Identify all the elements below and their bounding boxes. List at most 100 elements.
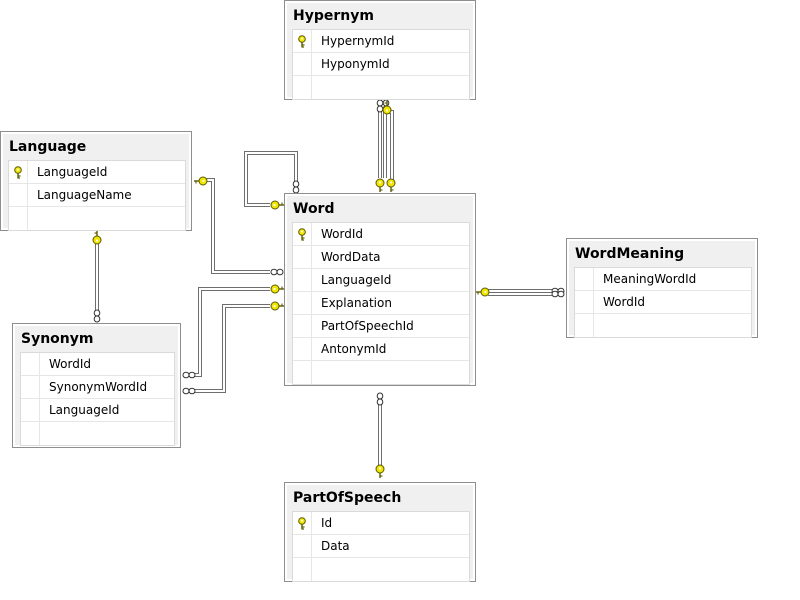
row-selector[interactable]	[293, 223, 312, 245]
row-selector[interactable]	[9, 207, 28, 230]
row-selector[interactable]	[9, 161, 28, 183]
column-row[interactable]: WordId	[293, 223, 469, 246]
column-name: SynonymWordId	[49, 380, 148, 394]
key-icon	[476, 287, 490, 297]
empty-row[interactable]	[293, 76, 469, 99]
column-row[interactable]: LanguageId	[21, 399, 174, 422]
column-name: LanguageName	[37, 188, 132, 202]
column-name: MeaningWordId	[603, 272, 697, 286]
table-title[interactable]: Word	[293, 201, 335, 217]
row-selector[interactable]	[21, 399, 40, 421]
column-row[interactable]: WordId	[21, 353, 174, 376]
column-name: Data	[321, 539, 350, 553]
column-row[interactable]: PartOfSpeechId	[293, 315, 469, 338]
relationship-line[interactable]	[200, 178, 270, 274]
empty-row[interactable]	[293, 361, 469, 384]
column-row[interactable]: Data	[293, 535, 469, 558]
row-selector[interactable]	[293, 292, 312, 314]
row-selector[interactable]	[293, 315, 312, 337]
column-name: LanguageId	[321, 273, 392, 287]
row-selector[interactable]	[575, 268, 594, 290]
column-name: PartOfSpeechId	[321, 319, 414, 333]
infinity-icon	[382, 99, 390, 113]
table-title[interactable]: PartOfSpeech	[293, 490, 402, 506]
row-selector[interactable]	[293, 361, 312, 384]
row-selector[interactable]	[293, 53, 312, 75]
row-selector[interactable]	[293, 246, 312, 268]
infinity-icon	[270, 268, 284, 276]
row-selector[interactable]	[293, 512, 312, 534]
row-selector[interactable]	[293, 535, 312, 557]
column-row[interactable]: SynonymWordId	[21, 376, 174, 399]
row-selector[interactable]	[293, 269, 312, 291]
column-name: WordId	[603, 295, 645, 309]
infinity-icon	[182, 387, 196, 395]
column-row[interactable]: HypernymId	[293, 30, 469, 53]
column-name: AntonymId	[321, 342, 387, 356]
infinity-icon	[93, 309, 101, 323]
column-name: LanguageId	[49, 403, 120, 417]
relationship-line[interactable]	[192, 287, 270, 377]
infinity-icon	[376, 392, 384, 406]
empty-row[interactable]	[575, 314, 751, 337]
key-icon	[382, 101, 392, 115]
infinity-icon	[551, 287, 565, 295]
column-row[interactable]: AntonymId	[293, 338, 469, 361]
row-selector[interactable]	[575, 314, 594, 337]
column-name: HypernymId	[321, 34, 395, 48]
table-title[interactable]: WordMeaning	[575, 246, 685, 262]
column-row[interactable]: Explanation	[293, 292, 469, 315]
column-row[interactable]: LanguageId	[293, 269, 469, 292]
key-icon	[92, 231, 102, 245]
column-row[interactable]: WordData	[293, 246, 469, 269]
column-row[interactable]: Id	[293, 512, 469, 535]
column-row[interactable]: HyponymId	[293, 53, 469, 76]
infinity-icon	[182, 371, 196, 379]
infinity-icon	[376, 99, 384, 113]
key-icon	[375, 464, 385, 478]
column-name: WordId	[49, 357, 91, 371]
row-selector[interactable]	[293, 338, 312, 360]
row-selector[interactable]	[21, 353, 40, 375]
row-selector[interactable]	[21, 376, 40, 398]
key-icon	[375, 178, 385, 192]
row-selector[interactable]	[293, 30, 312, 52]
table-title[interactable]: Synonym	[21, 331, 94, 347]
column-row[interactable]: LanguageId	[9, 161, 185, 184]
relationship-line[interactable]	[388, 110, 394, 180]
key-icon	[194, 176, 208, 186]
relationship-line[interactable]	[192, 304, 270, 393]
column-row[interactable]: WordId	[575, 291, 751, 314]
table-title[interactable]: Language	[9, 139, 87, 155]
empty-row[interactable]	[293, 558, 469, 581]
relationship-line-inner	[388, 111, 393, 180]
row-selector[interactable]	[575, 291, 594, 313]
row-selector[interactable]	[293, 558, 312, 581]
relationship-line-inner	[200, 179, 270, 273]
key-icon	[270, 200, 284, 210]
key-icon	[270, 284, 284, 294]
empty-row[interactable]	[21, 422, 174, 445]
row-selector[interactable]	[293, 76, 312, 99]
key-icon	[386, 178, 396, 192]
infinity-icon	[551, 290, 565, 298]
empty-row[interactable]	[9, 207, 185, 230]
infinity-icon	[292, 180, 300, 194]
row-selector[interactable]	[21, 422, 40, 445]
column-name: Explanation	[321, 296, 392, 310]
row-selector[interactable]	[9, 184, 28, 206]
column-row[interactable]: MeaningWordId	[575, 268, 751, 291]
column-row[interactable]: LanguageName	[9, 184, 185, 207]
table-title[interactable]: Hypernym	[293, 8, 374, 24]
